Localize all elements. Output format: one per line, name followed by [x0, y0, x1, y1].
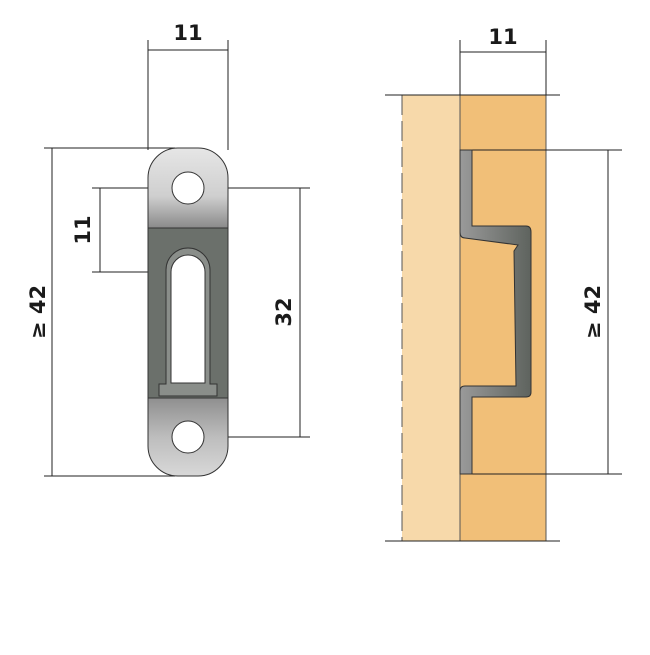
mounting-plate-front: [147, 147, 229, 477]
hole-spacing-label: 32: [272, 297, 296, 326]
side-dimension-lines: [385, 40, 622, 542]
wood-panel-light: [402, 95, 460, 541]
side-height-label: ≥ 42: [581, 285, 605, 339]
side-view: [385, 40, 622, 542]
mounting-plate-profile: [459, 149, 532, 475]
side-width-label: 11: [488, 25, 517, 49]
wood-panel-dark: [459, 94, 547, 542]
slot-offset-label: 11: [71, 215, 95, 244]
front-height-label: ≥ 42: [26, 285, 50, 339]
screw-hole-top: [171, 171, 205, 205]
front-width-label: 11: [173, 21, 202, 45]
screw-hole-bottom: [171, 420, 205, 454]
